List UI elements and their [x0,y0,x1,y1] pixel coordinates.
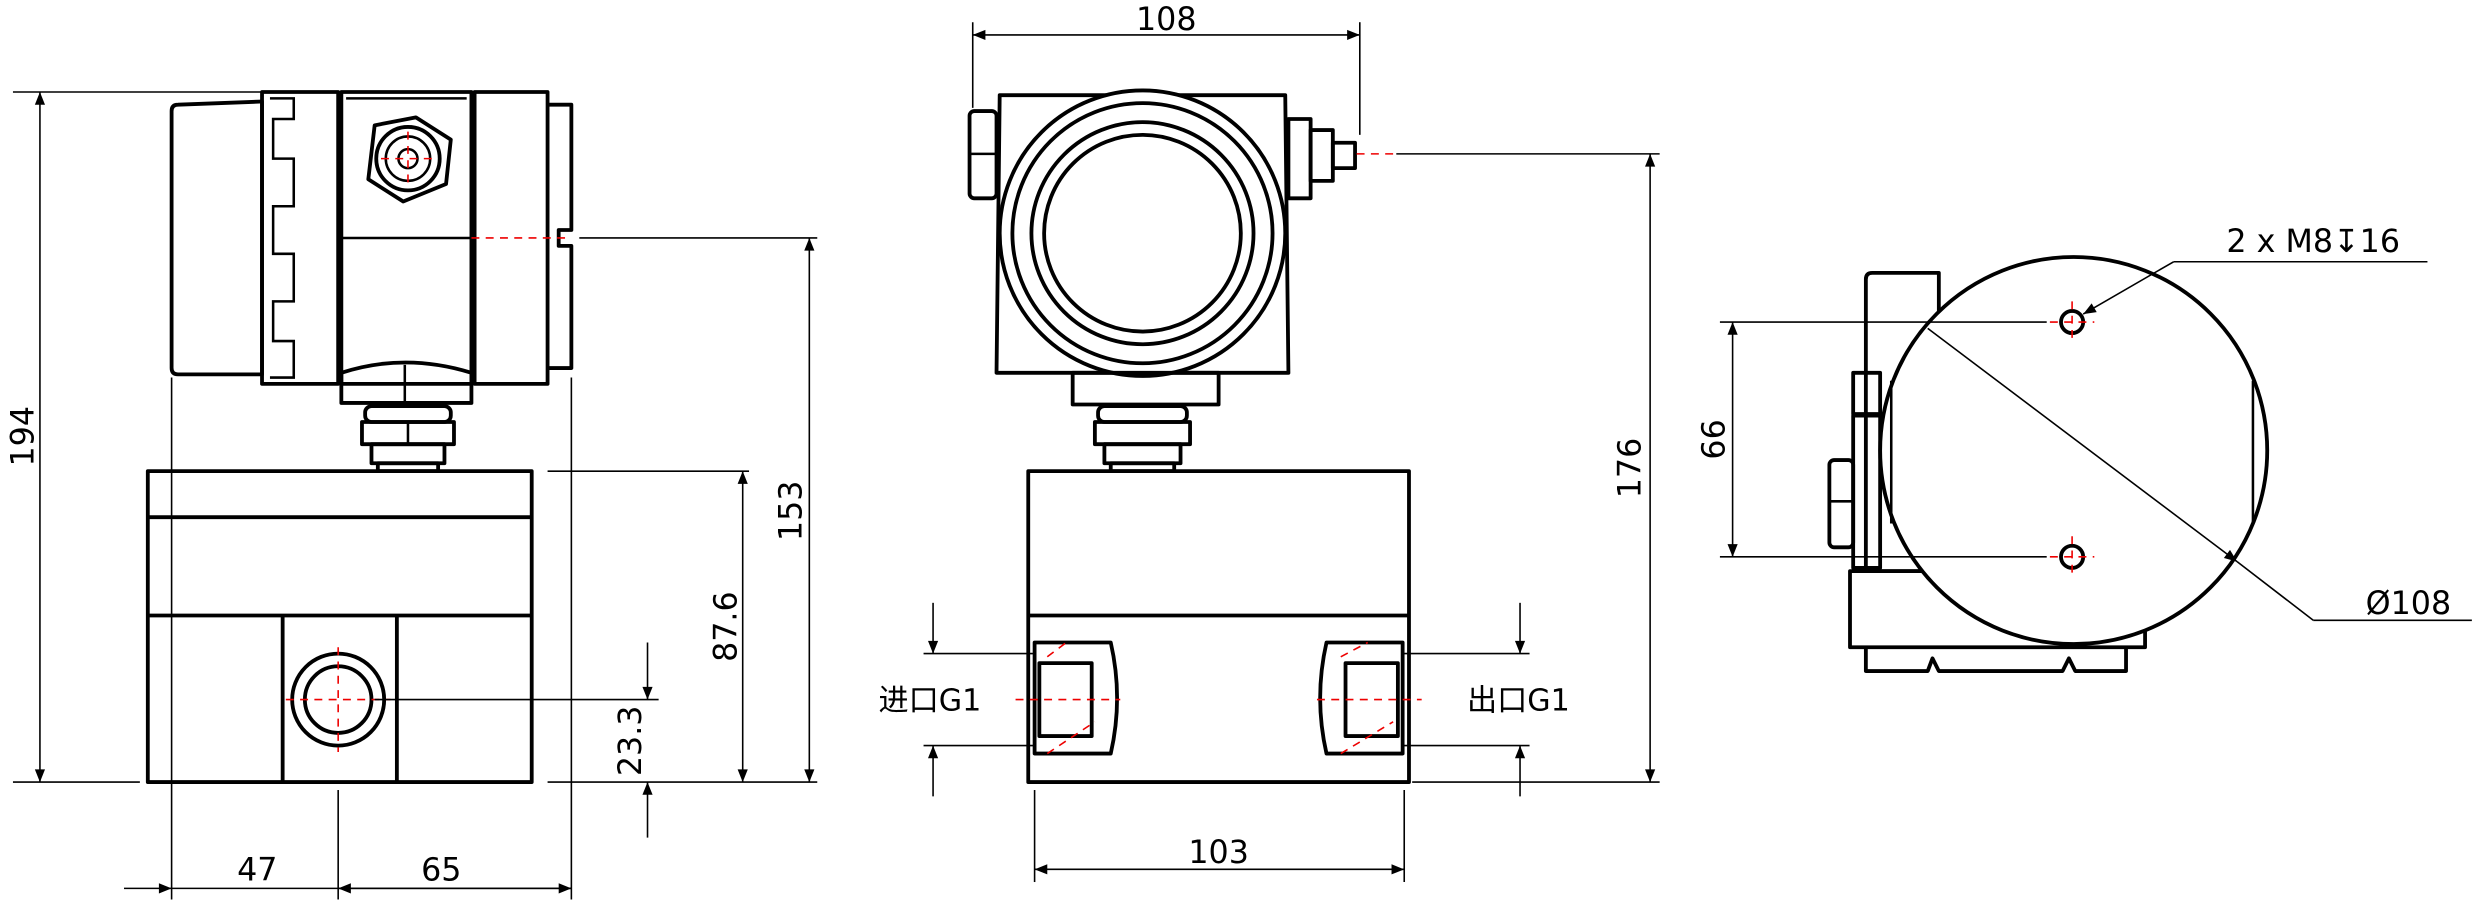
dim-87-6: 87.6 [708,591,744,662]
dim-103: 103 [1188,835,1249,871]
hole-callout: 2 x M8↧16 [2226,224,2400,260]
diameter-callout: Ø108 [2366,586,2452,622]
dim-153: 153 [773,481,809,542]
inlet-label: 进口G1 [879,684,982,719]
dim-176: 176 [1613,438,1649,499]
outlet-label: 出口G1 [1467,684,1570,719]
dim-23-3: 23.3 [613,706,649,777]
mounting-holes [2049,301,2095,578]
dim-66: 66 [1697,419,1733,459]
dim-47: 47 [237,852,277,888]
dimension-lines-top [1719,260,2472,622]
cable-gland-icon [366,115,453,204]
dim-108-width: 108 [1136,2,1197,38]
top-view: 66 2 x M8↧16 Ø108 [1697,224,2472,673]
transmitter-housing-front [967,88,1394,474]
dim-65: 65 [421,852,461,888]
flow-block-front [1015,469,1422,784]
transmitter-housing [169,90,574,474]
dimension-lines-front [923,22,1660,883]
side-view: 194 153 87.6 23.3 47 65 [6,90,818,900]
front-view: 108 176 103 进口G1 出口G1 [879,2,1660,883]
dim-194: 194 [6,406,42,467]
flow-block [145,469,534,784]
dimension-lines [12,91,818,900]
